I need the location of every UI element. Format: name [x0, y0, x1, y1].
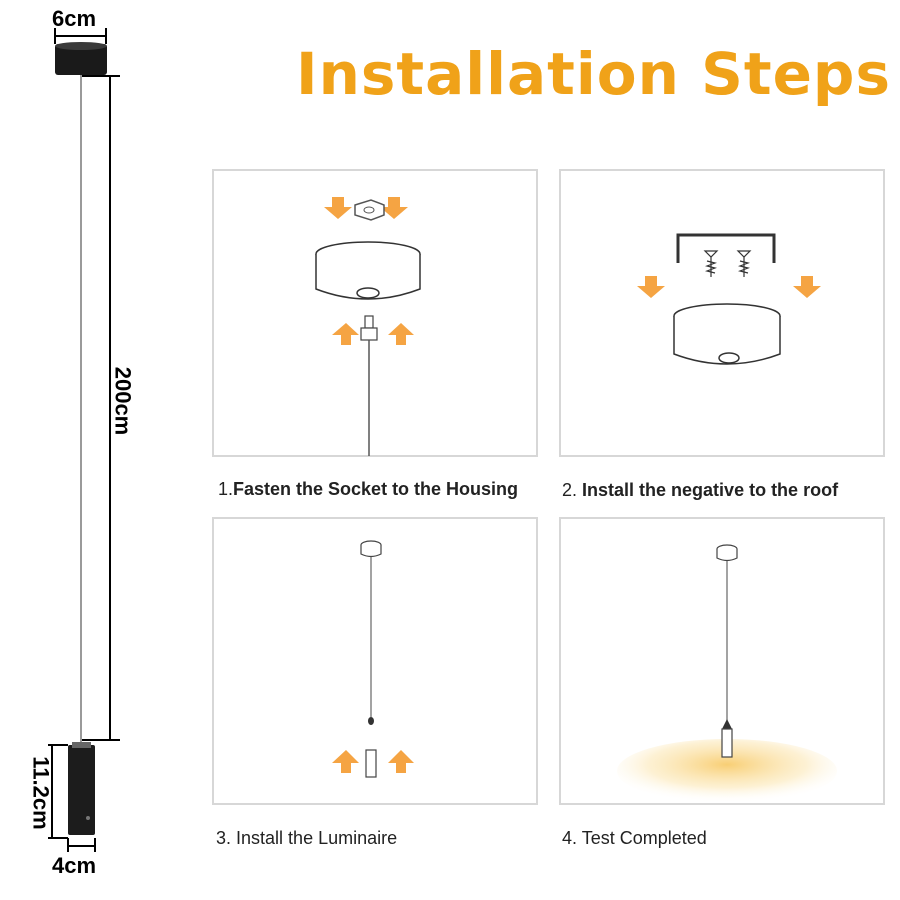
lamp-icon — [365, 749, 377, 778]
step-3-panel — [212, 517, 538, 805]
step-4-panel — [559, 517, 885, 805]
step-4-caption: 4. Test Completed — [562, 828, 707, 849]
lamp-icon — [721, 728, 733, 758]
page-title: Installation Steps — [296, 40, 891, 108]
canopy-icon — [55, 44, 107, 75]
socket-icon — [364, 315, 374, 329]
lamp-screw — [86, 816, 90, 820]
arrow-up-icon — [332, 750, 414, 773]
dim-body-height: 11.2cm — [28, 756, 54, 830]
step-2-illustration — [637, 233, 821, 365]
step-3-caption: 3. Install the Luminaire — [216, 828, 397, 849]
step-2-panel — [559, 169, 885, 457]
lamp-icon — [68, 745, 95, 835]
canopy-top — [55, 42, 107, 50]
step-2-text: Install the negative to the roof — [582, 480, 839, 500]
connector — [368, 717, 374, 725]
light-glow — [617, 739, 837, 803]
step-1-illustration — [315, 197, 421, 456]
step-2-caption: 2. Install the negative to the roof — [562, 480, 838, 501]
connector — [722, 719, 732, 729]
nut-icon — [354, 199, 385, 221]
arrow-up-icon — [332, 323, 414, 345]
step-3-text: Install the Luminaire — [236, 828, 398, 848]
arrow-down-icon — [324, 197, 408, 219]
dim-canopy-width: 6cm — [52, 6, 97, 31]
arrow-down-icon — [637, 276, 821, 298]
bracket-icon — [676, 233, 776, 263]
lamp-cap — [72, 742, 91, 748]
step-1-number: 1. — [218, 479, 234, 499]
dim-body-width: 4cm — [52, 853, 97, 878]
step-3-number: 3. — [216, 828, 232, 848]
step-4-number: 4. — [562, 828, 578, 848]
step-2-number: 2. — [562, 480, 578, 500]
step-1-text: Fasten the Socket to the Housing — [233, 479, 519, 499]
step-4-illustration — [617, 544, 837, 803]
step-3-illustration — [332, 540, 414, 778]
step-1-panel — [212, 169, 538, 457]
step-1-caption: 1.Fasten the Socket to the Housing — [218, 479, 518, 500]
screw-icon — [703, 250, 752, 277]
dim-cable-length: 200cm — [110, 366, 136, 436]
step-4-text: Test Completed — [581, 828, 707, 848]
